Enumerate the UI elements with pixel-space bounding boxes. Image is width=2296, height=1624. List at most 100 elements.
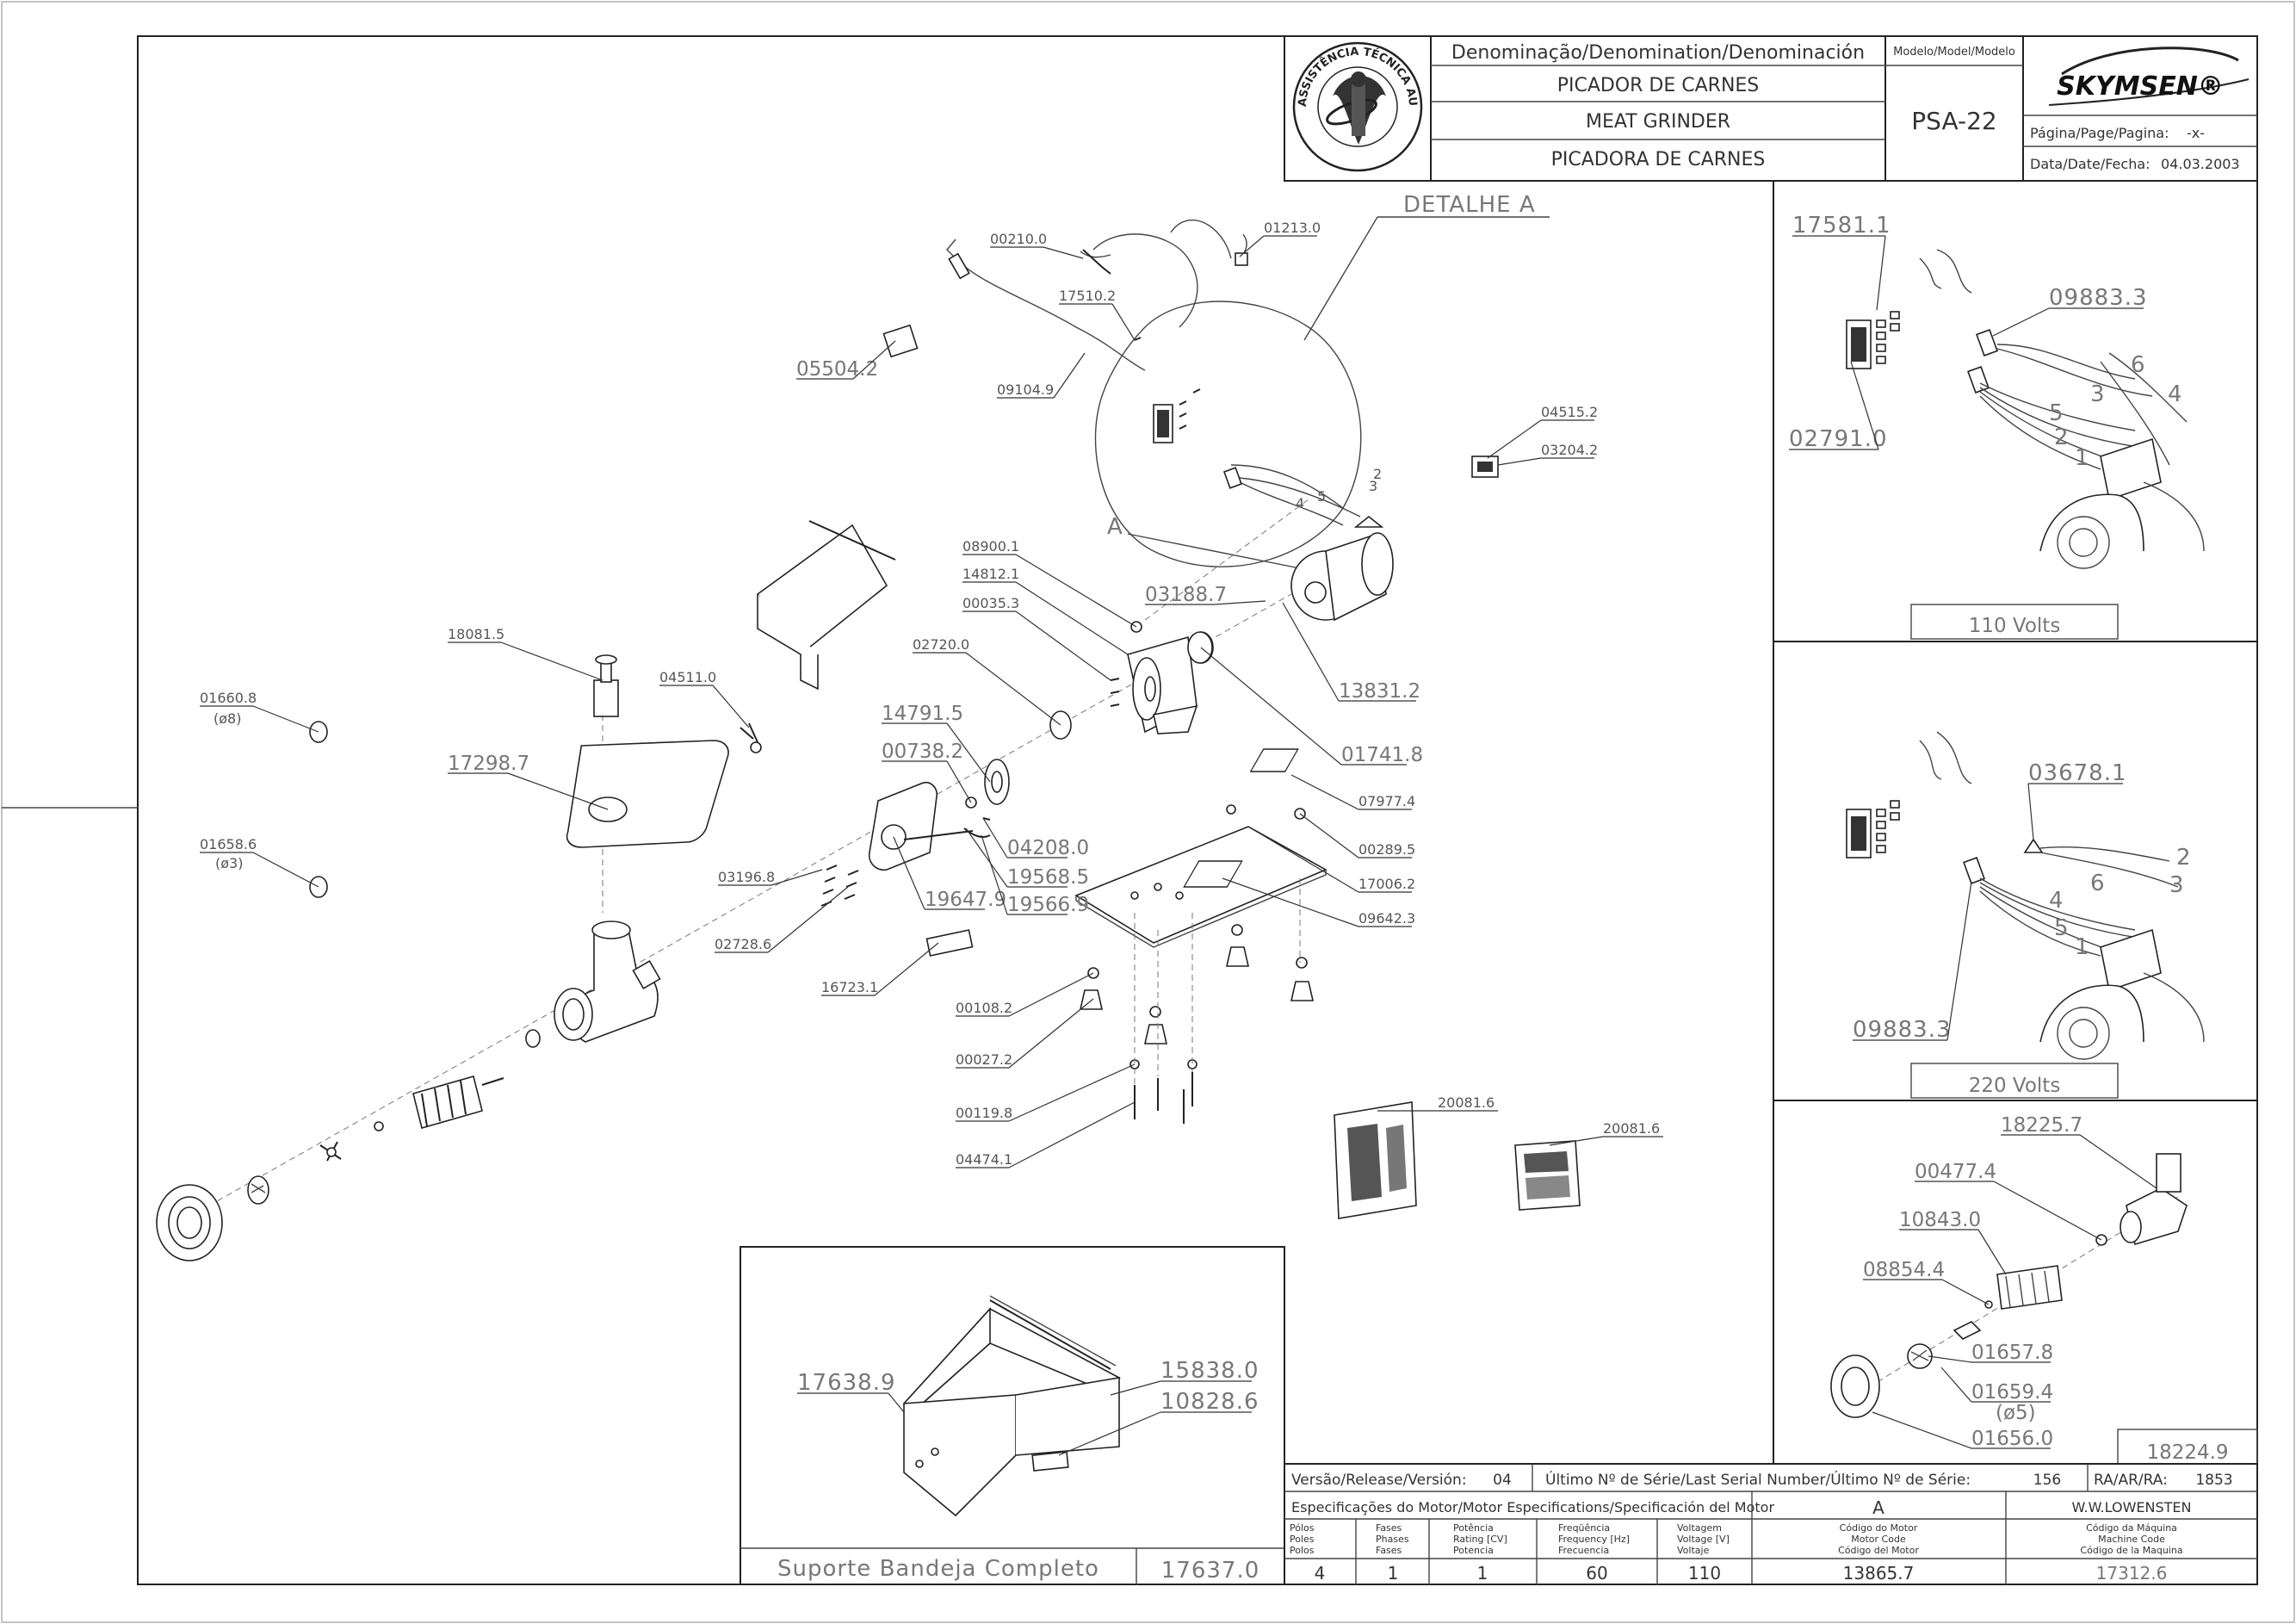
- col-rating-h1: Potência: [1453, 1522, 1494, 1534]
- svg-text:2: 2: [1373, 466, 1382, 482]
- svg-text:ASSISTÊNCIA TÉCNICA AUTORIZADA: ASSISTÊNCIA TÉCNICA AUTORIZADA: [0, 0, 1419, 107]
- callout-leader: [2027, 783, 2034, 840]
- part-number-p19566: 19566.9: [1007, 894, 1089, 916]
- val-rating: 1: [1477, 1563, 1488, 1584]
- part-number-p00027: 00027.2: [956, 1051, 1012, 1068]
- panel-110-wiring: 6 3 4 5 2 1: [1846, 249, 2205, 569]
- callout-leader: [981, 834, 1008, 915]
- part-number-p01659: 01659.4: [1971, 1381, 2053, 1404]
- col-motor-code-h3: Código del Motor: [1838, 1545, 1919, 1556]
- callout-leader: [888, 1392, 905, 1413]
- callout-leader: [965, 652, 1061, 726]
- col-frequency-h1: Freqüência: [1558, 1522, 1610, 1534]
- svg-text:6: 6: [2090, 871, 2106, 896]
- callout-leader: [1940, 1367, 1972, 1403]
- part-number-p14791: 14791.5: [882, 703, 963, 725]
- callout-leader: [1872, 1411, 1972, 1449]
- part-number-p00477: 00477.4: [1915, 1161, 1996, 1183]
- name-en: MEAT GRINDER: [1586, 111, 1730, 133]
- callout-leader: [1008, 1063, 1136, 1122]
- part-number-p09883b: 09883.3: [1853, 1017, 1952, 1043]
- callout-leader: [946, 760, 972, 803]
- part-number-p02791: 02791.0: [1789, 426, 1888, 452]
- part-number-p01660: 01660.8: [200, 690, 257, 706]
- callout-leader: [1299, 813, 1359, 858]
- title-block: ASSISTÊNCIA TÉCNICA AUTORIZADA Denominaç…: [0, 0, 2258, 182]
- callout-leader: [1058, 1411, 1161, 1456]
- part-number-p13831: 13831.2: [1339, 680, 1420, 703]
- part-number-p07977: 07977.4: [1358, 793, 1415, 809]
- brand-logo: SKYMSEN®: [2048, 46, 2250, 106]
- manufacturer: W.W.LOWENSTEN: [2072, 1499, 2192, 1516]
- panel-220-wiring: 2 6 3 4 5 1: [1846, 731, 2205, 1060]
- motor-letter: A: [1872, 1497, 1884, 1518]
- model-header: Modelo/Model/Modelo: [1893, 46, 2015, 59]
- part-number-p01658d: (ø3): [215, 855, 243, 871]
- svg-text:3: 3: [2090, 381, 2106, 407]
- tray-support-title: Suporte Bandeja Completo: [777, 1556, 1099, 1582]
- col-rating-h2: Rating [CV]: [1453, 1534, 1507, 1545]
- part-number-p18081: 18081.5: [448, 626, 504, 642]
- svg-text:4: 4: [2168, 381, 2183, 407]
- callout-leader: [500, 642, 603, 681]
- svg-text:2: 2: [2176, 845, 2192, 871]
- col-machine-code-h3: Código de la Maquina: [2080, 1545, 2182, 1556]
- callout-leader: [1053, 352, 1086, 399]
- tray-support-box: Suporte Bandeja Completo 17637.0: [740, 1246, 1285, 1585]
- part-number-p03678: 03678.1: [2028, 760, 2127, 786]
- part-number-p09642: 09642.3: [1358, 910, 1415, 927]
- right-panels: 110 Volts 220 Volts 18224.9: [1773, 181, 2258, 1465]
- callout-leader: [2079, 1134, 2157, 1189]
- part-number-p00035: 00035.3: [962, 595, 1019, 611]
- col-poles-h2: Poles: [1290, 1534, 1315, 1545]
- callout-leader: [1928, 1355, 1972, 1363]
- name-pt: PICADOR DE CARNES: [1557, 75, 1760, 96]
- part-number-p10828: 10828.6: [1160, 1389, 1259, 1415]
- callout-leader: [1200, 647, 1342, 766]
- date-value: 04.03.2003: [2161, 156, 2240, 172]
- model-value: PSA-22: [1911, 107, 1996, 135]
- part-number-p00289: 00289.5: [1358, 841, 1415, 858]
- val-frequency: 60: [1586, 1563, 1607, 1584]
- main-exploded-assembly: [156, 249, 1327, 1261]
- part-number-p08900: 08900.1: [962, 538, 1019, 555]
- part-number-p01213: 01213.0: [1264, 220, 1321, 236]
- callout-leader: [1222, 877, 1359, 927]
- part-number-p17510: 17510.2: [1059, 288, 1116, 304]
- part-number-p20081b: 20081.6: [1603, 1120, 1660, 1137]
- callout-leader: [767, 886, 849, 953]
- detail-a-marker: A: [1107, 514, 1123, 540]
- callout-leader: [252, 705, 319, 733]
- part-number-p17638: 17638.9: [797, 1370, 896, 1396]
- col-poles-h3: Polos: [1290, 1545, 1315, 1556]
- col-poles-h1: Pólos: [1290, 1522, 1315, 1534]
- part-number-p09883a: 09883.3: [2049, 285, 2148, 311]
- callout-leader: [1015, 611, 1111, 681]
- name-es: PICADORA DE CARNES: [1551, 149, 1766, 170]
- svg-text:1: 1: [2075, 445, 2090, 471]
- part-number-p18225: 18225.7: [2001, 1114, 2082, 1137]
- label-110-volts: 110 Volts: [1969, 615, 2061, 637]
- svg-text:2: 2: [2054, 425, 2070, 450]
- callout-leader: [893, 836, 925, 910]
- label-220-volts: 220 Volts: [1969, 1075, 2061, 1097]
- part-number-p04515: 04515.2: [1541, 404, 1598, 420]
- part-number-p03188: 03188.7: [1145, 584, 1227, 606]
- part-number-p09104: 09104.9: [997, 381, 1054, 398]
- part-number-p10843: 10843.0: [1899, 1209, 1981, 1231]
- brand-name: SKYMSEN®: [2057, 71, 2224, 102]
- callout-leader: [1497, 457, 1542, 466]
- date-label: Data/Date/Fecha:: [2030, 156, 2151, 172]
- detail-a-title: DETALHE A: [1403, 192, 1536, 218]
- callout-leader: [770, 869, 823, 886]
- callout-leader: [252, 852, 319, 888]
- callout-leader: [1015, 581, 1129, 655]
- col-machine-code-h2: Machine Code: [2098, 1534, 2165, 1545]
- col-voltage-h3: Voltaje: [1677, 1545, 1710, 1556]
- panel-alt-assembly-parts: [1830, 1153, 2188, 1418]
- callout-leader: [946, 722, 991, 783]
- val-phases: 1: [1388, 1563, 1399, 1584]
- val-machine-code: 17312.6: [2096, 1563, 2168, 1584]
